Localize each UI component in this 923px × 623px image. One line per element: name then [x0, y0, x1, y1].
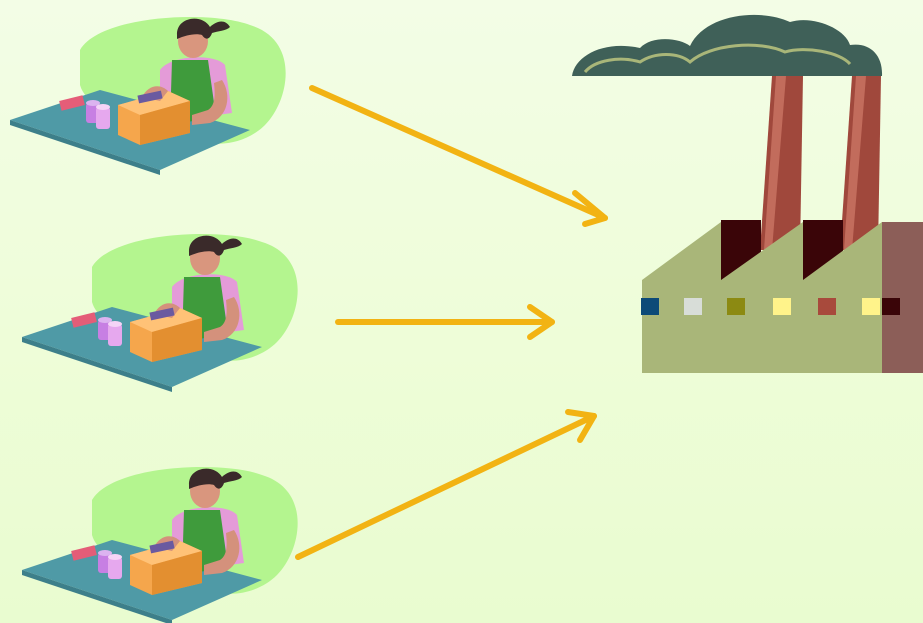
worker-1	[10, 17, 286, 176]
worker-packing-box-icon	[10, 17, 286, 176]
arrowhead	[565, 409, 597, 443]
factory-window	[684, 298, 702, 315]
arrow-3	[295, 409, 597, 560]
arrow-icon	[295, 413, 597, 560]
smoke-cloud-icon	[572, 14, 883, 76]
worker-2	[22, 234, 298, 392]
worker-3	[22, 467, 298, 623]
factory-windows	[641, 298, 900, 315]
arrowhead	[572, 190, 608, 227]
factory-icon	[642, 222, 882, 373]
arrow-1	[309, 85, 608, 227]
factory-window	[641, 298, 659, 315]
worker-packing-box-icon	[22, 234, 298, 392]
factory-window	[862, 298, 880, 315]
arrow-2	[335, 304, 555, 340]
worker-packing-box-icon	[22, 467, 298, 623]
factory-window	[818, 298, 836, 315]
arrow-icon	[309, 85, 608, 221]
factory-window	[727, 298, 745, 315]
factory-window	[882, 298, 900, 315]
arrowhead	[527, 304, 555, 340]
factory-window	[773, 298, 791, 315]
factory-side-wall	[882, 222, 923, 373]
factory	[572, 14, 923, 373]
